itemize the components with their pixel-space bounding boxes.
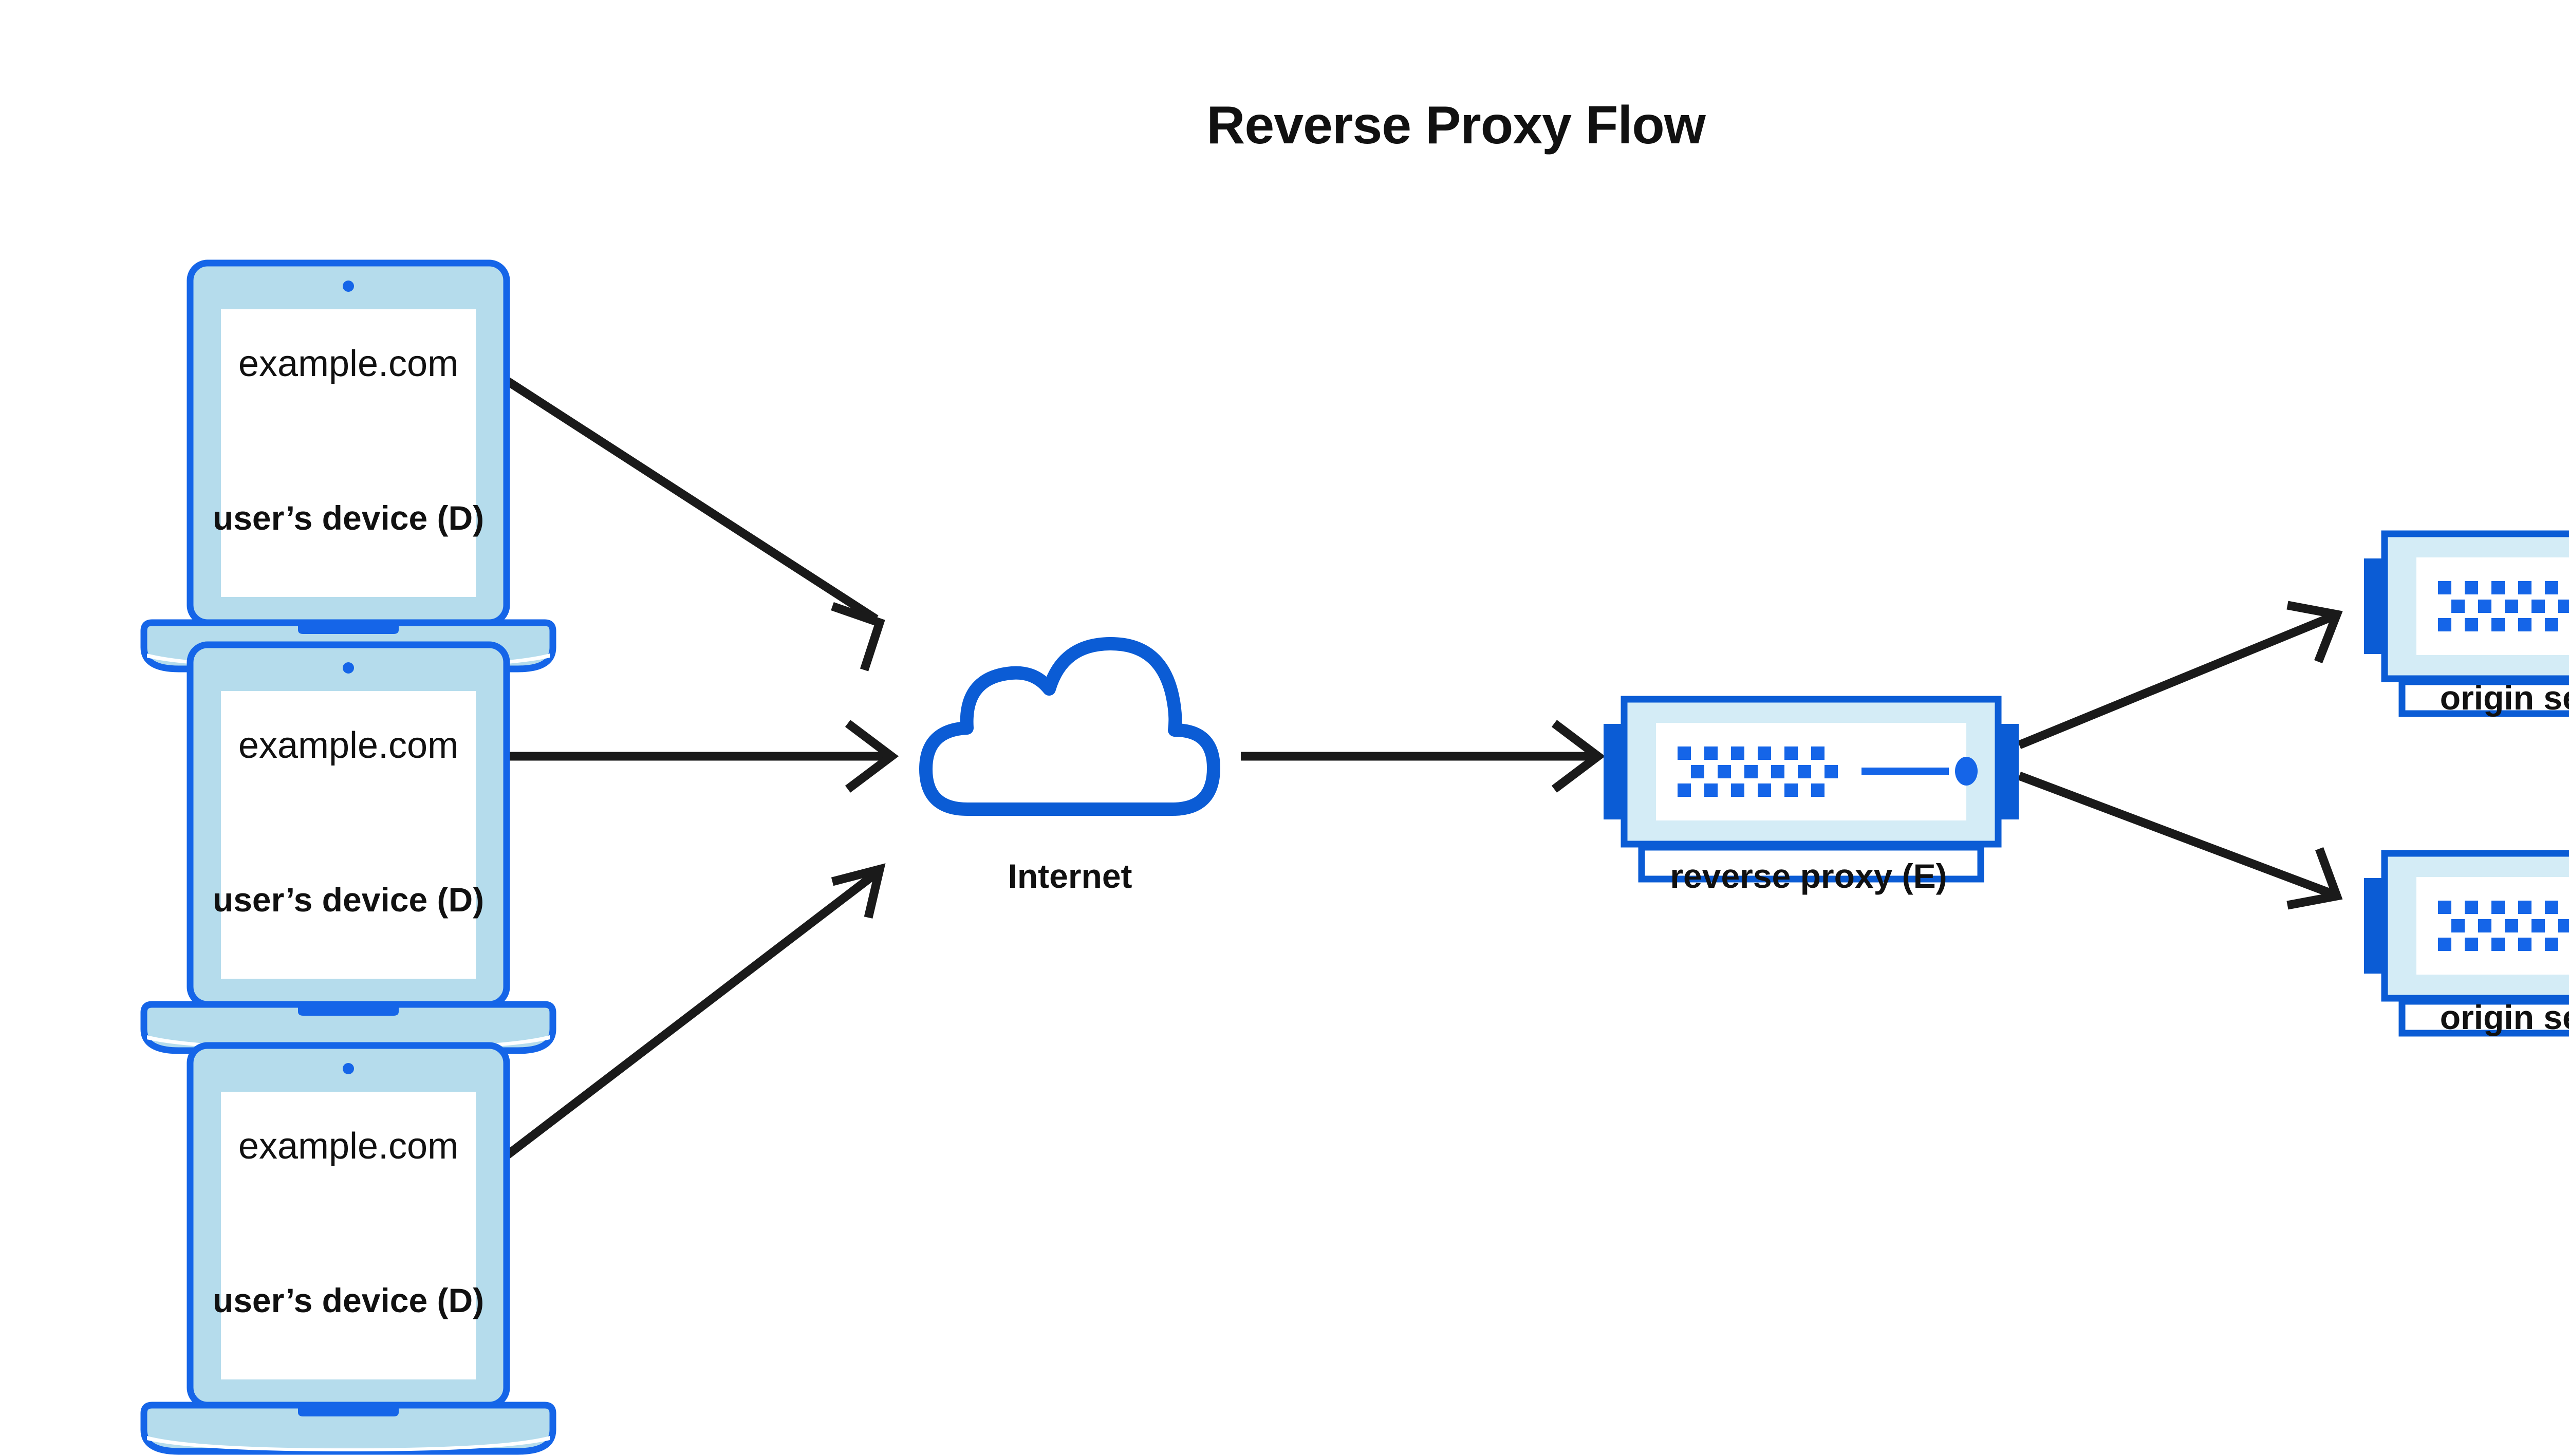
device-middle-screen-text: example.com [238,725,459,766]
device-bottom-screen-text: example.com [238,1126,459,1167]
device-bottom-label: user’s device (D) [212,1281,485,1319]
node-internet-cloud[interactable] [926,644,1214,809]
reverse-proxy-label: reverse proxy (E) [1670,857,1947,895]
node-reverse-proxy[interactable] [1604,699,2019,879]
device-top-label: user’s device (D) [212,499,485,537]
flow-arrows [503,376,2343,1160]
origin-top-label: origin server (F) [2440,679,2569,717]
arrow-proxy-to-origin-bottom [2018,772,2343,910]
arrow-device-bottom-to-cloud [503,863,886,1160]
page-title: Reverse Proxy Flow [1206,96,1705,155]
device-top-screen-text: example.com [238,343,459,384]
node-device-top[interactable] [144,263,553,669]
node-device-middle[interactable] [144,645,553,1051]
node-device-bottom[interactable] [144,1046,553,1451]
arrow-device-middle-to-cloud [506,720,899,793]
arrow-proxy-to-origin-top [2017,601,2343,749]
internet-cloud-label: Internet [1008,857,1132,895]
device-middle-label: user’s device (D) [212,881,485,919]
arrow-cloud-to-proxy [1241,720,1606,793]
origin-bottom-label: origin server (F) [2440,998,2569,1036]
arrow-device-top-to-cloud [504,376,885,671]
